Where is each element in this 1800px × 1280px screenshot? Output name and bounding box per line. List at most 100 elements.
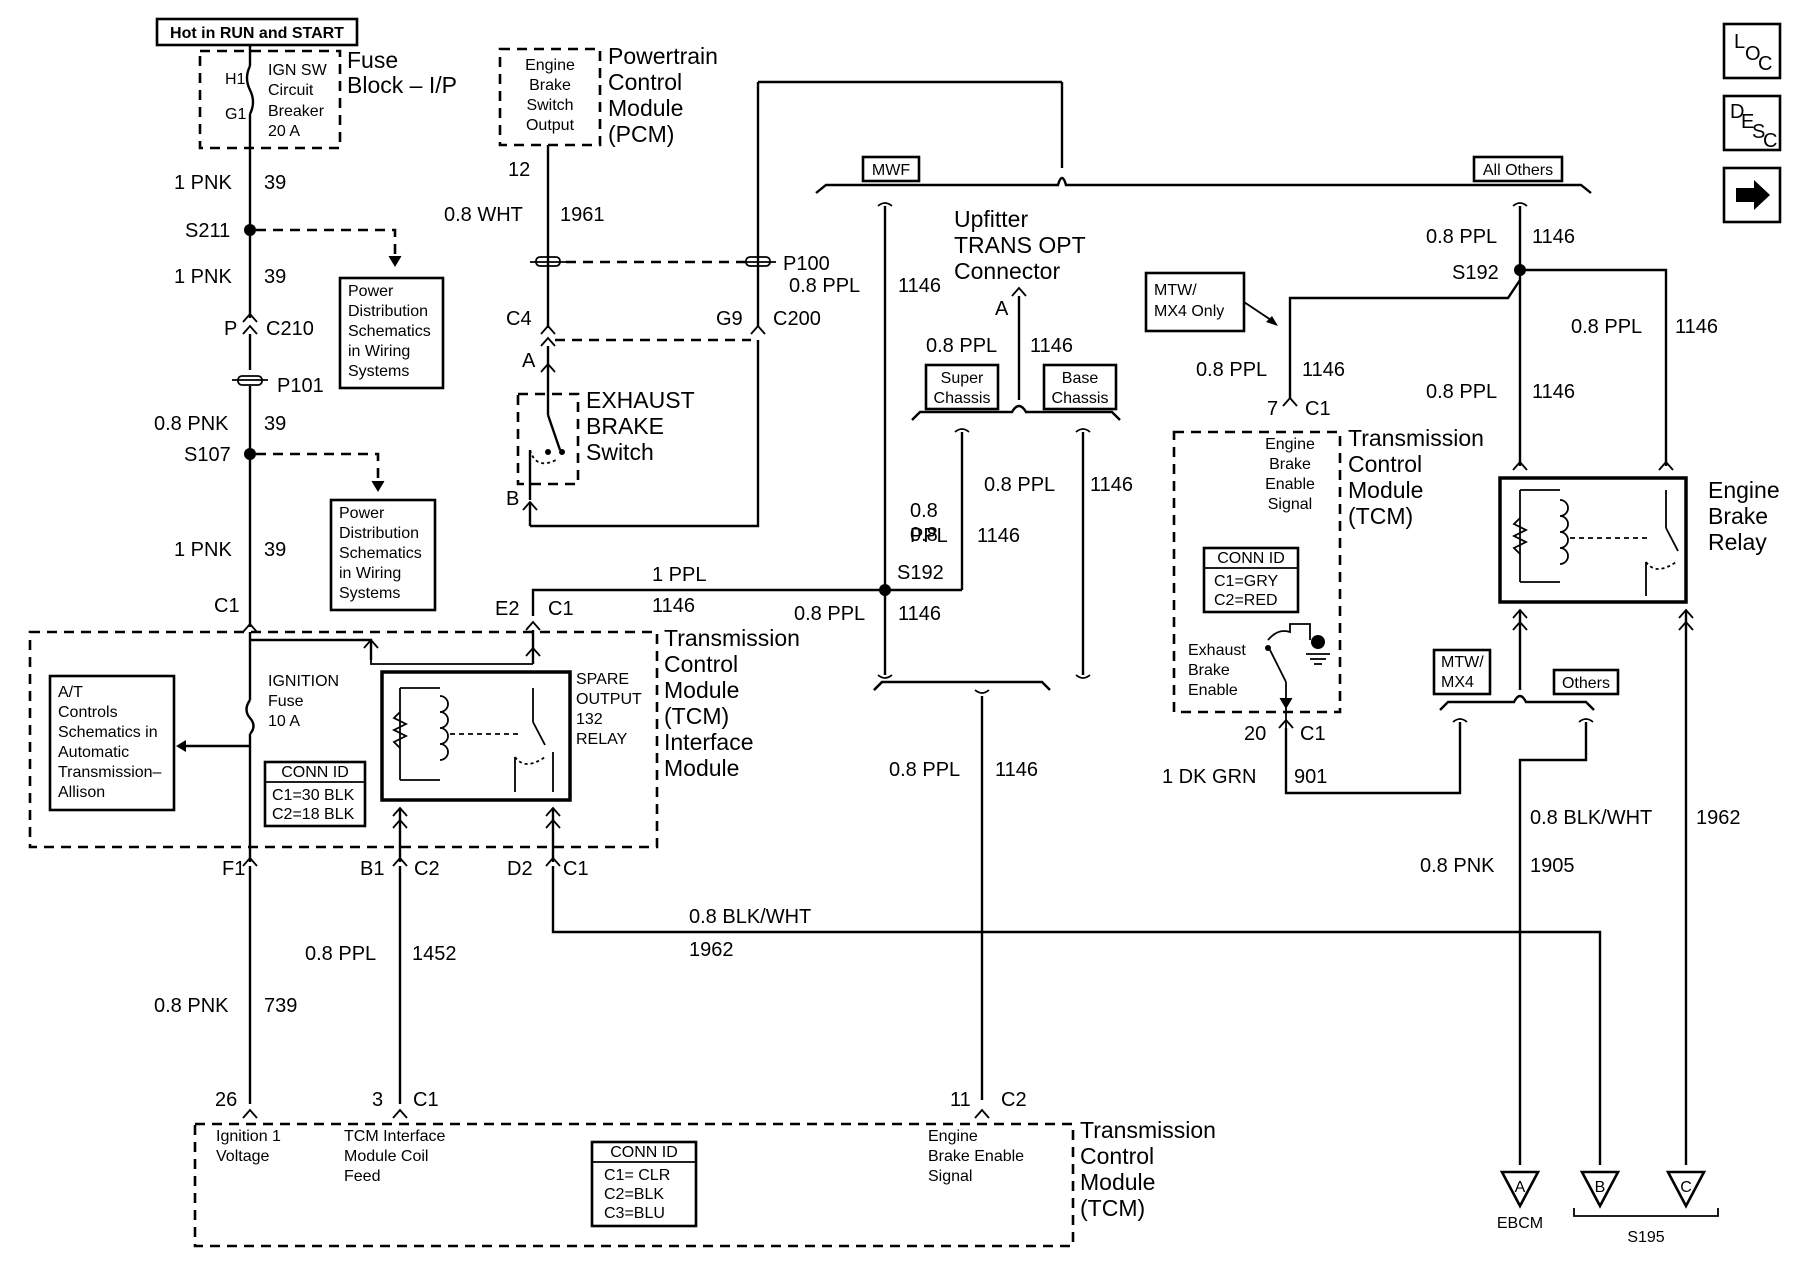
ignition-fuse-symbol [245, 699, 255, 735]
wire-08pnk-r: 0.8 PNK [1420, 855, 1495, 877]
power-dist-box-2 [329, 498, 437, 612]
circuit-39-c: 39 [264, 413, 286, 435]
engine-relay-resistor [1511, 517, 1529, 555]
wire-08ppl-2: 0.8 PPL [926, 335, 997, 357]
tcm-right-exh-2: Brake [1188, 662, 1230, 679]
at-box-3: Schematics in [58, 724, 158, 741]
circuit-1962-r: 1962 [1696, 807, 1741, 829]
others-label: Others [1562, 675, 1610, 692]
splice-s192-right-label: S192 [1452, 262, 1499, 284]
relay-resistor [391, 711, 409, 749]
wire-08ppl-r3: 0.8 PPL [1571, 316, 1642, 338]
engine-relay-title-2: Brake [1708, 503, 1768, 529]
engine-relay-title-3: Relay [1708, 529, 1767, 555]
tcm-right-title-1: Transmission [1348, 425, 1484, 451]
pcm-inner-3: Switch [526, 97, 573, 114]
terminal-s195-label: S195 [1627, 1229, 1664, 1246]
conn-d2: D2 [507, 858, 533, 880]
loc-button[interactable]: L O C [1722, 22, 1782, 80]
circuit-1452: 1452 [412, 943, 457, 965]
conn-f1: F1 [222, 858, 245, 880]
power-dist-1-line-2: Distribution [348, 303, 428, 320]
tcm-right-title-4: (TCM) [1348, 503, 1413, 529]
super-chassis-box [924, 363, 1000, 411]
loc-l: L [1734, 31, 1745, 53]
tcm-ebe-3: Signal [928, 1168, 972, 1185]
circuit-1146-6: 1146 [652, 595, 695, 617]
interface-conn-id-c2: C2=18 BLK [272, 806, 355, 823]
circuit-breaker-symbol [245, 65, 255, 115]
desc-button[interactable]: D E S C [1722, 94, 1782, 152]
wire-1pnk-b: 1 PNK [174, 266, 232, 288]
tcm-pin-c2: C2 [1001, 1089, 1027, 1111]
terminal-a [1499, 1170, 1541, 1209]
circuit-1146-r2: 1146 [1532, 226, 1575, 248]
breaker-label-4: 20 A [268, 123, 300, 140]
circuit-1146-2: 1146 [1030, 335, 1073, 357]
tcm-right-pin-7: 7 [1267, 398, 1278, 420]
interface-conn-id-box [263, 760, 367, 828]
splice-s107 [244, 448, 256, 460]
engine-relay-title-1: Engine [1708, 477, 1780, 503]
desc-s: S [1752, 121, 1765, 143]
power-dist-1-line-1: Power [348, 283, 394, 300]
wire-08ppl-bottom: 0.8 PPL [889, 759, 960, 781]
mwf-label-box [861, 155, 921, 183]
mwf-label: MWF [872, 162, 910, 179]
tcm-ebe-2: Brake Enable [928, 1148, 1024, 1165]
wire-08ppl-r1: 0.8 PPL [1196, 359, 1267, 381]
tcm-ign-1: Ignition 1 [216, 1128, 281, 1145]
circuit-1146-1: 1146 [898, 275, 941, 297]
wire-08-small: 0.8 [910, 500, 938, 522]
interface-title-6: Module [664, 755, 739, 781]
at-box-2: Controls [58, 704, 118, 721]
next-arrow-button[interactable] [1722, 166, 1782, 224]
super-chassis-2: Chassis [934, 390, 991, 407]
tcm-pin-c1: C1 [413, 1089, 439, 1111]
terminal-b-label: B [1595, 1179, 1606, 1196]
tcm-coil-1: TCM Interface [344, 1128, 445, 1145]
tcm-interface-module-box [28, 630, 659, 849]
circuit-1962: 1962 [689, 939, 734, 961]
fuse-g1: G1 [225, 106, 246, 123]
tcm-right-exh-1: Exhaust [1188, 642, 1246, 659]
conn-c2: C2 [414, 858, 440, 880]
upfitter-title-3: Connector [954, 258, 1060, 284]
wire-08ppl-1452: 0.8 PPL [305, 943, 376, 965]
tcm-right-title-3: Module [1348, 477, 1423, 503]
desc-e: E [1741, 111, 1754, 133]
pcm-inner-box [498, 47, 602, 147]
conn-c1-e2: C1 [548, 598, 574, 620]
circuit-1146-r3: 1146 [1675, 316, 1718, 338]
wire-08ppl-1: 0.8 PPL [789, 275, 860, 297]
mtw-only-2: MX4 Only [1154, 303, 1224, 320]
ign-fuse-3: 10 A [268, 713, 300, 730]
terminal-b [1579, 1170, 1621, 1209]
wire-08ppl-5: 0.8 PPL [794, 603, 865, 625]
switch-pin-a: A [522, 350, 536, 372]
tcm-right-c1-20: C1 [1300, 723, 1326, 745]
splice-s211 [244, 224, 256, 236]
exhaust-switch-title-3: Switch [586, 439, 654, 465]
circuit-901: 901 [1294, 766, 1327, 788]
breaker-label-2: Circuit [268, 82, 314, 99]
power-dist-2-line-5: Systems [339, 585, 400, 602]
mtw-mx4-2: MX4 [1441, 674, 1474, 691]
tcm-right-inner-2: Brake [1269, 456, 1311, 473]
tcm-bottom-box [193, 1122, 1075, 1248]
engine-relay-coil [1559, 499, 1569, 565]
interface-title-3: Module [664, 677, 739, 703]
power-dist-2-line-2: Distribution [339, 525, 419, 542]
interface-title-1: Transmission [664, 625, 800, 651]
fuse-h1: H1 [225, 71, 246, 88]
conn-g9: G9 [716, 308, 743, 330]
tcm-ign-2: Voltage [216, 1148, 269, 1165]
conn-c210: C210 [266, 318, 314, 340]
at-box-4: Automatic [58, 744, 129, 761]
conn-c4: C4 [506, 308, 532, 330]
hot-label: Hot in RUN and START [170, 25, 344, 42]
all-others-label: All Others [1483, 162, 1553, 179]
terminal-ebcm-label: EBCM [1497, 1215, 1543, 1232]
splice-pack-p100-label: P100 [783, 253, 830, 275]
